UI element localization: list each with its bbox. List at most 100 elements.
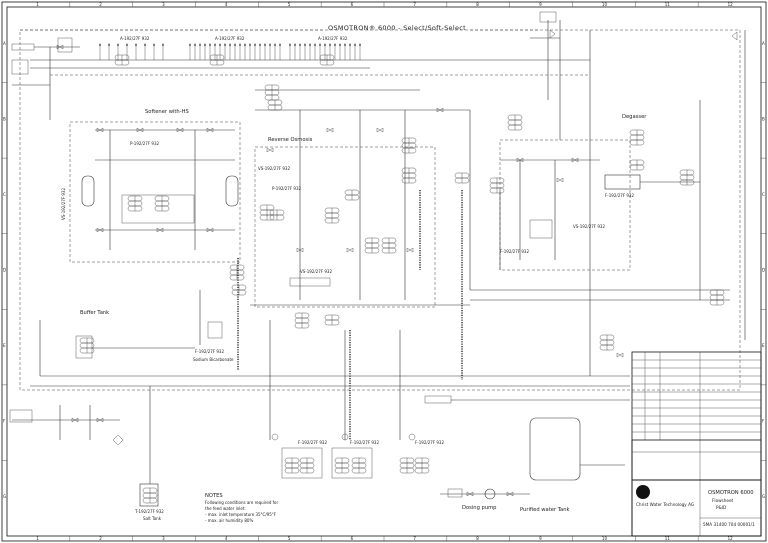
signal-tap-point bbox=[209, 44, 211, 46]
top-c-id: A-192/27F 932 bbox=[318, 36, 348, 41]
frame-col-label: 1 bbox=[36, 536, 39, 541]
purified-water-tank bbox=[529, 417, 581, 481]
signal-tap-point bbox=[334, 44, 336, 46]
station-3-id: F-192/27F 932 bbox=[415, 440, 444, 445]
frame-row-label: C bbox=[762, 192, 765, 197]
buffer-label: Buffer Tank bbox=[80, 310, 109, 316]
drawing-number: 5MA 31400 704 0000 bbox=[703, 522, 748, 527]
station-1-id: F-192/27F 932 bbox=[298, 440, 327, 445]
instrument-cluster bbox=[629, 159, 645, 171]
instrument-cluster bbox=[259, 204, 275, 221]
signal-tap-point bbox=[259, 44, 261, 46]
frame-col-label: 5 bbox=[288, 2, 291, 7]
signal-tap-point bbox=[234, 44, 236, 46]
frame-row-label: F bbox=[3, 419, 6, 424]
frame-row-label: B bbox=[3, 116, 6, 121]
frame-col-label: 1 bbox=[36, 2, 39, 7]
frame-col-label: 10 bbox=[602, 536, 608, 541]
instrument-cluster bbox=[319, 54, 335, 66]
signal-tap-point bbox=[349, 44, 351, 46]
softener-label: Softener with-HS bbox=[145, 109, 189, 115]
instrument-cluster bbox=[334, 457, 350, 474]
signal-tap-point bbox=[344, 44, 346, 46]
signal-tap-point bbox=[204, 44, 206, 46]
valve-icon bbox=[466, 491, 474, 497]
frame-col-label: 8 bbox=[476, 536, 479, 541]
ro-label: Reverse Osmosis bbox=[268, 137, 313, 143]
notes-line-0: Following conditions are required for bbox=[205, 500, 278, 505]
softener-vessel-1 bbox=[81, 175, 95, 207]
valve-icon bbox=[206, 127, 214, 133]
signal-tap-point bbox=[219, 44, 221, 46]
signal-tap-point bbox=[117, 44, 119, 46]
instrument-cluster bbox=[267, 99, 283, 111]
dosing-label: Dosing pump bbox=[462, 505, 497, 511]
degasser-p-id: F-192/27F 932 bbox=[500, 249, 529, 254]
degasser-vs-id: VS-192/27F 932 bbox=[573, 224, 605, 229]
instrument-cluster bbox=[401, 137, 417, 154]
frame-col-label: 6 bbox=[351, 2, 354, 7]
signal-tap-point bbox=[108, 44, 110, 46]
instrument-cluster bbox=[399, 457, 415, 474]
instrument-cluster bbox=[264, 84, 280, 101]
top-b-id: A-192/27F 932 bbox=[215, 36, 245, 41]
frame-col-label: 9 bbox=[539, 2, 542, 7]
signal-tap-point bbox=[264, 44, 266, 46]
degasser-section: Degasser F-192/27F 932 VS-192/27F 932 F-… bbox=[499, 100, 701, 300]
signal-tap-point bbox=[249, 44, 251, 46]
valve-icon bbox=[136, 127, 144, 133]
salt-tank-section: T-192/27F 932 Salt Tank bbox=[134, 386, 164, 521]
signal-tap-point bbox=[294, 44, 296, 46]
drawing-title: OSMOTRON 6000 bbox=[708, 490, 754, 496]
instrument-cluster bbox=[679, 169, 695, 186]
notes-block: NOTES Following conditions are required … bbox=[205, 493, 278, 523]
valve-icon bbox=[96, 227, 104, 233]
top-instrument-bus: A-192/27F 932 A-192/27F 932 A-192/27F 93… bbox=[30, 36, 590, 76]
frame-col-label: 7 bbox=[413, 2, 416, 7]
instrument-cluster bbox=[229, 264, 245, 281]
lower-stations: F-192/27F 932 F-192/27F 932 F-192/27F 93… bbox=[269, 320, 630, 479]
frame-col-label: 12 bbox=[728, 2, 734, 7]
valve-icon bbox=[71, 417, 79, 423]
signal-tap-point bbox=[279, 44, 281, 46]
frame-col-label: 2 bbox=[99, 536, 102, 541]
signal-tap-point bbox=[324, 44, 326, 46]
instrument-cluster bbox=[401, 167, 417, 184]
frame-col-label: 8 bbox=[476, 2, 479, 7]
signal-tap-point bbox=[239, 44, 241, 46]
instrument-cluster bbox=[154, 195, 170, 212]
valve-icon bbox=[156, 227, 164, 233]
instrument-cluster bbox=[629, 129, 645, 146]
feed-inlet bbox=[11, 37, 80, 120]
signal-tap-point bbox=[329, 44, 331, 46]
purified-tank-section: Purified water Tank Dosing pump bbox=[440, 417, 625, 513]
signal-tap-point bbox=[144, 44, 146, 46]
frame-row-label: D bbox=[762, 268, 765, 273]
instrument-cluster bbox=[351, 457, 367, 474]
drawing-subtitle-2: P&ID bbox=[716, 505, 726, 510]
valve-icon bbox=[56, 44, 64, 50]
purified-tank-label: Purified water Tank bbox=[520, 507, 570, 513]
frame-row-label: A bbox=[3, 41, 6, 46]
header: OSMOTRON® 6000 - Select/Soft-Select bbox=[20, 24, 540, 32]
signal-tap-point bbox=[224, 44, 226, 46]
degasser-vs2-id: F-192/27F 932 bbox=[605, 193, 634, 198]
frame-col-label: 6 bbox=[351, 536, 354, 541]
signal-tap-point bbox=[339, 44, 341, 46]
salt-tank-id: T-192/27F 932 bbox=[134, 509, 164, 514]
frame-row-label: B bbox=[762, 116, 765, 121]
valve-icon bbox=[616, 352, 624, 358]
instrument-cluster bbox=[209, 54, 225, 66]
signal-tap-point bbox=[274, 44, 276, 46]
instrument-cluster bbox=[324, 207, 340, 224]
signal-tap-point bbox=[199, 44, 201, 46]
notes-line-1: the feed water inlet: bbox=[205, 506, 246, 511]
frame-col-label: 2 bbox=[99, 2, 102, 7]
instrument-cluster bbox=[142, 487, 158, 504]
sheet-number: 1/1 bbox=[748, 522, 755, 527]
frame-col-label: 5 bbox=[288, 536, 291, 541]
notes-line-3: - max. air humidity 80% bbox=[205, 518, 253, 523]
signal-tap-point bbox=[214, 44, 216, 46]
